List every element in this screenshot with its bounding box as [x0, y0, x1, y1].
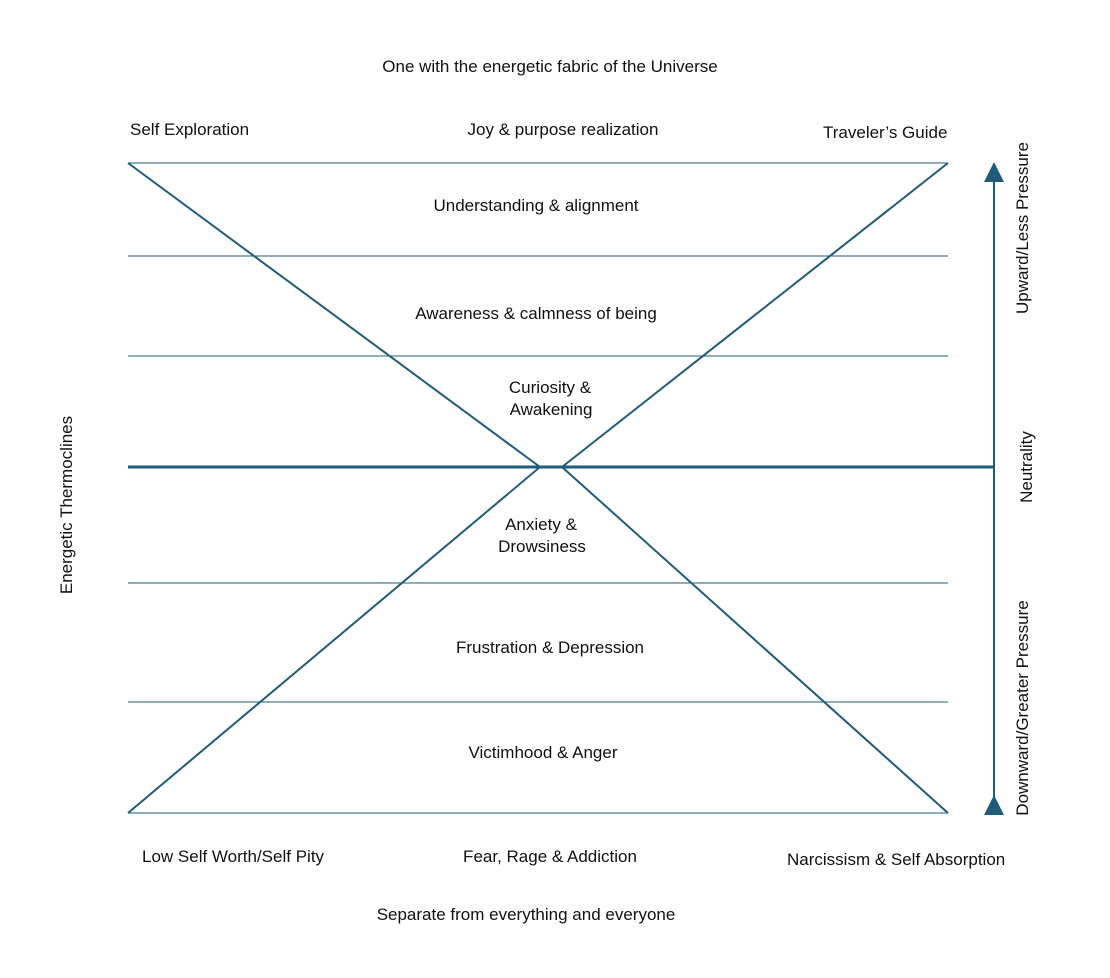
level-awareness: Awareness & calmness of being [415, 304, 657, 323]
bottom-right-label: Narcissism & Self Absorption [787, 850, 1006, 869]
bottom-caption: Separate from everything and everyone [376, 905, 676, 924]
diagonal-top-left [127, 162, 541, 468]
level-victimhood: Victimhood & Anger [468, 743, 618, 762]
right-axis-lower-label: Downward/Greater Pressure [1013, 600, 1032, 816]
level-anxiety-line1: Anxiety & [505, 515, 577, 534]
diagonal-bottom-right [561, 466, 949, 814]
level-curiosity-line2: Awakening [509, 400, 593, 419]
top-right-label: Traveler’s Guide [823, 123, 948, 142]
top-left-label: Self Exploration [130, 120, 250, 139]
top-center-label: Joy & purpose realization [467, 120, 659, 139]
level-understanding: Understanding & alignment [433, 196, 639, 215]
level-anxiety-line2: Drowsiness [498, 537, 586, 556]
left-axis-label: Energetic Thermoclines [57, 415, 76, 595]
right-axis-middle-label: Neutrality [1017, 431, 1036, 503]
diagonal-top-right [561, 162, 949, 468]
level-curiosity-line1: Curiosity & [508, 378, 592, 397]
level-frustration: Frustration & Depression [455, 638, 645, 657]
right-axis-upper-label: Upward/Less Pressure [1013, 142, 1032, 314]
top-caption: One with the energetic fabric of the Uni… [382, 57, 718, 76]
bottom-center-label: Fear, Rage & Addiction [463, 847, 637, 866]
bottom-left-label: Low Self Worth/Self Pity [142, 847, 325, 866]
diagonal-bottom-left [127, 466, 541, 814]
